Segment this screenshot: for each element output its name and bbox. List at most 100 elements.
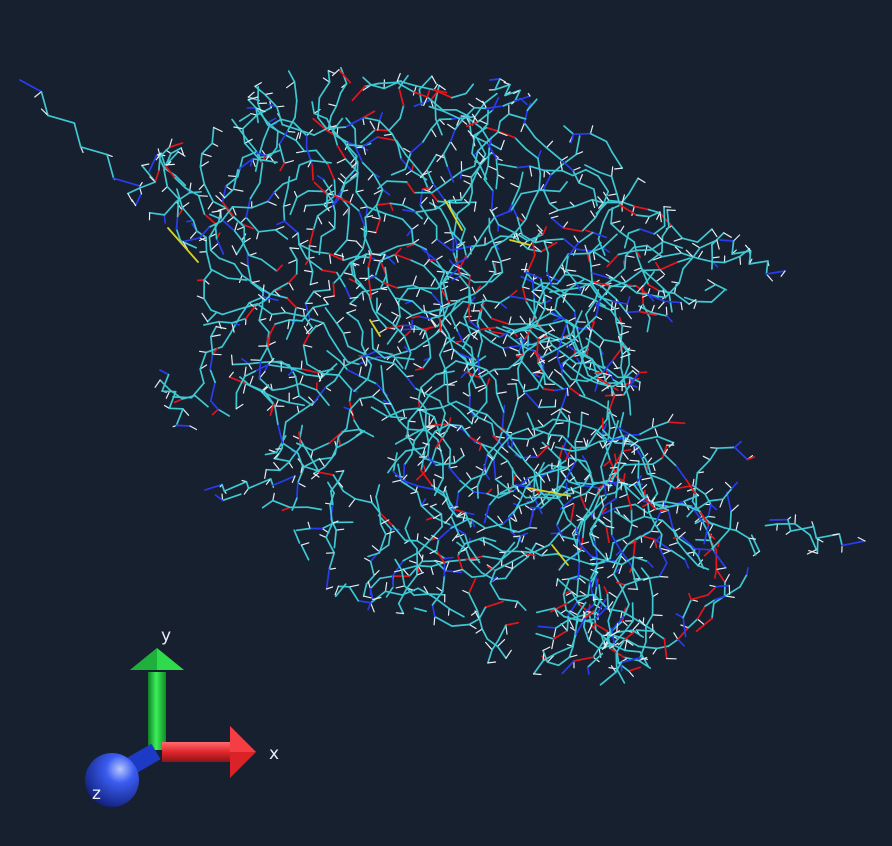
bond-1979 — [583, 437, 588, 448]
bond-3033 — [424, 425, 435, 428]
bond-2061 — [470, 472, 487, 481]
bond-2108 — [562, 293, 567, 303]
bond-1757 — [394, 297, 400, 306]
bond-2182 — [470, 518, 487, 530]
bond-2794 — [560, 286, 582, 292]
bond-2604 — [444, 170, 463, 185]
bond-1113 — [468, 274, 471, 288]
bond-1898 — [554, 446, 573, 452]
bond-908 — [621, 610, 633, 618]
bond-148 — [584, 603, 596, 613]
bond-1983 — [550, 434, 564, 437]
bond-1562 — [420, 504, 435, 518]
bond-66 — [295, 150, 305, 154]
bond-2015 — [330, 105, 338, 117]
bond-2096 — [398, 419, 409, 431]
bond-2183 — [476, 527, 487, 534]
bond-2448 — [546, 661, 560, 667]
bond-2721 — [248, 384, 266, 393]
bond-561 — [624, 640, 628, 652]
bond-3220 — [514, 95, 531, 102]
bond-984 — [369, 590, 387, 604]
bond-1977 — [598, 440, 604, 449]
bond-177 — [258, 305, 264, 322]
bond-324 — [629, 515, 646, 523]
bond-1237 — [531, 240, 536, 257]
bond-2190 — [519, 486, 527, 501]
bond-1621 — [646, 317, 651, 333]
bond-3137 — [527, 431, 545, 441]
bond-2558 — [463, 362, 469, 372]
bond-1326 — [645, 216, 651, 224]
bond-2249 — [471, 329, 481, 335]
bond-2863 — [282, 178, 298, 185]
bond-1924 — [229, 316, 241, 335]
bond-3026 — [420, 386, 426, 398]
bond-2805 — [664, 282, 680, 299]
bond-1521 — [404, 151, 412, 171]
bond-2148 — [288, 281, 294, 291]
bond-766 — [260, 390, 280, 401]
bond-1981 — [561, 435, 575, 449]
bond-2706 — [659, 547, 670, 552]
bond-3017 — [584, 283, 591, 291]
bond-3028 — [409, 396, 420, 401]
bond-1995 — [483, 92, 498, 105]
bond-2464 — [371, 252, 382, 257]
bond-1818 — [219, 191, 226, 199]
bond-659 — [256, 303, 273, 316]
bond-1660 — [564, 361, 576, 371]
bond-3082 — [157, 148, 161, 157]
bond-1681 — [563, 125, 575, 136]
bond-1790 — [521, 360, 533, 375]
bond-2194 — [537, 461, 545, 476]
bond-794 — [364, 216, 368, 233]
bond-3170 — [223, 480, 248, 492]
bond-2616 — [416, 485, 436, 491]
bond-1470 — [337, 469, 345, 483]
bond-1968 — [808, 549, 819, 554]
bond-2934 — [424, 460, 433, 472]
bond-2225 — [476, 171, 482, 179]
bond-3210 — [494, 78, 501, 91]
bond-2415 — [492, 260, 500, 264]
bond-2290 — [591, 358, 599, 379]
bond-2243 — [451, 275, 461, 281]
bond-2192 — [524, 473, 540, 489]
bond-778 — [493, 367, 510, 371]
bond-1820 — [638, 305, 643, 313]
bond-1731 — [511, 467, 514, 486]
bond-1273 — [690, 594, 709, 601]
bond-191 — [266, 117, 277, 124]
bond-2241 — [367, 552, 381, 558]
bond-3009 — [573, 235, 580, 244]
bond-2833 — [716, 567, 727, 571]
bond-2992 — [628, 480, 639, 488]
bond-917 — [409, 539, 418, 550]
bond-3039 — [435, 462, 456, 467]
bond-1583 — [567, 252, 589, 256]
bond-250 — [588, 571, 599, 585]
bond-2665 — [510, 192, 523, 212]
bond-1014 — [652, 647, 658, 655]
bond-859 — [293, 190, 298, 198]
bond-1727 — [296, 465, 306, 484]
bond-1784 — [519, 333, 526, 341]
bond-3208 — [489, 78, 501, 81]
bond-3195 — [732, 234, 741, 242]
x-axis-arrow — [162, 726, 256, 778]
bond-952 — [349, 296, 359, 299]
bond-1258 — [495, 475, 503, 480]
bond-889 — [154, 379, 161, 388]
bond-3200 — [748, 250, 752, 265]
bond-1620 — [642, 303, 651, 319]
bond-1397 — [428, 343, 432, 359]
bond-2314 — [433, 303, 442, 306]
bond-1730 — [291, 497, 298, 511]
bond-2649 — [542, 653, 545, 662]
bond-2147 — [273, 281, 290, 292]
bond-1361 — [477, 386, 488, 392]
bond-3099 — [618, 563, 623, 575]
